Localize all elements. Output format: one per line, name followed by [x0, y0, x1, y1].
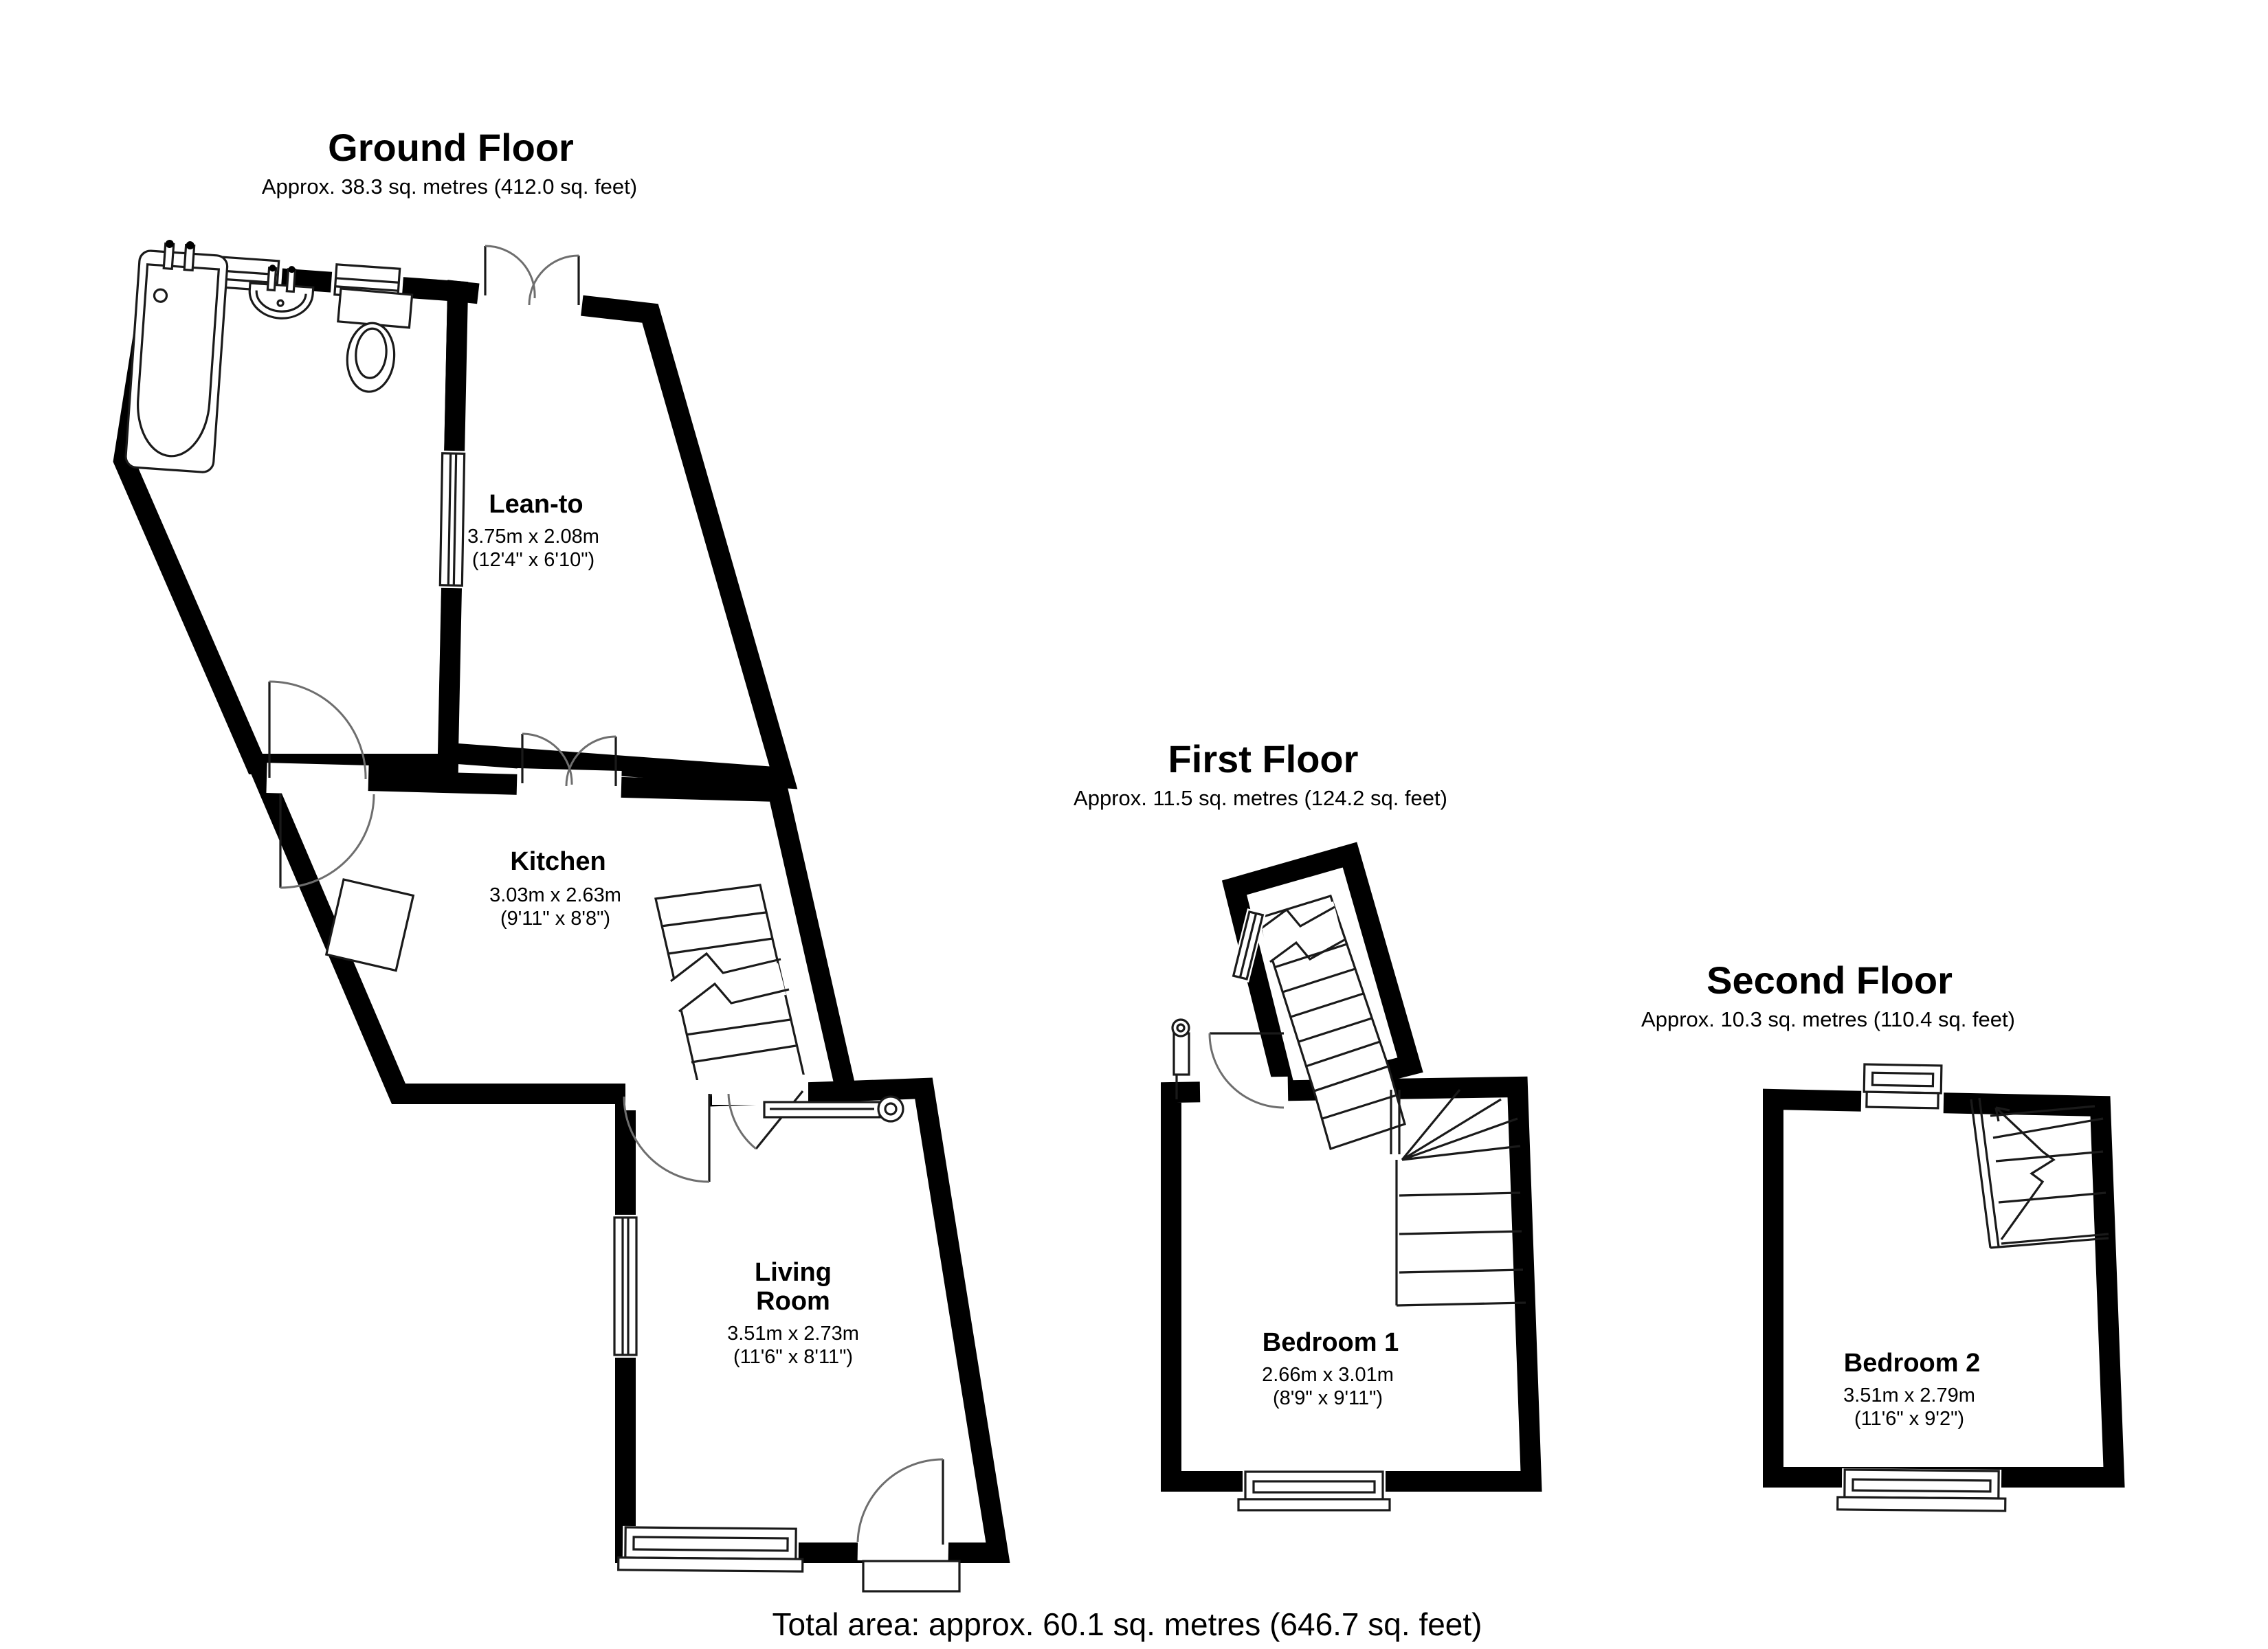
- ground-floor-area: Approx. 38.3 sq. metres (412.0 sq. feet): [262, 175, 637, 199]
- toilet: [337, 287, 414, 393]
- kitchen-label: Kitchen: [510, 847, 605, 876]
- ground-floor-plan: Ground Floor Approx. 38.3 sq. metres (41…: [113, 126, 1010, 1593]
- first-floor-title: First Floor: [1168, 737, 1359, 781]
- first-floor-stairs: [1257, 895, 1406, 1151]
- ground-floor-title: Ground Floor: [328, 126, 574, 169]
- lean-to-dims-imperial: (12'4" x 6'10"): [472, 549, 594, 571]
- sink: [248, 265, 315, 319]
- kitchen-dims-metric: 3.03m x 2.63m: [489, 884, 621, 906]
- second-floor-title: Second Floor: [1706, 958, 1953, 1002]
- lean-to-window: [437, 450, 467, 589]
- bedroom2-label: Bedroom 2: [1844, 1349, 1980, 1378]
- living-room-dims-metric: 3.51m x 2.73m: [727, 1323, 859, 1345]
- bedroom2-dims-imperial: (11'6" x 9'2"): [1854, 1408, 1964, 1430]
- kitchen-dims-imperial: (9'11" x 8'8"): [500, 908, 610, 930]
- living-room-label-line1: Living: [755, 1258, 832, 1287]
- bedroom1-door: [1199, 1032, 1289, 1109]
- living-room-front-window: [617, 1525, 804, 1573]
- second-floor-plan: Second Floor Approx. 10.3 sq. metres (11…: [1641, 958, 2125, 1512]
- first-floor-labels: First Floor Approx. 11.5 sq. metres (124…: [1074, 737, 1447, 1409]
- second-floor-area: Approx. 10.3 sq. metres (110.4 sq. feet): [1641, 1007, 2015, 1031]
- living-room-side-window: [612, 1215, 639, 1358]
- lean-to-french-doors: [476, 245, 585, 319]
- bedroom1-dims-metric: 2.66m x 3.01m: [1262, 1364, 1394, 1386]
- total-area-label: Total area: approx. 60.1 sq. metres (646…: [772, 1606, 1482, 1642]
- lean-to-label: Lean-to: [489, 490, 583, 519]
- hall-door-upper: [266, 680, 369, 796]
- kitchen-living-door: [623, 1080, 711, 1183]
- lean-to-walls: [437, 280, 798, 789]
- bedroom1-dims-imperial: (8'9" x 9'11"): [1273, 1387, 1383, 1409]
- bedroom2-bottom-window: [1836, 1468, 2007, 1512]
- ground-floor-labels: Ground Floor Approx. 38.3 sq. metres (41…: [262, 126, 859, 1368]
- kitchen-appliance: [324, 878, 415, 972]
- kitchen-double-doors: [516, 732, 622, 804]
- bedroom1-walls: [1161, 1076, 1542, 1492]
- bedroom1-window: [1237, 1470, 1391, 1512]
- first-floor-plan: First Floor Approx. 11.5 sq. metres (124…: [1074, 737, 1542, 1512]
- living-room-radiator: [763, 1095, 904, 1123]
- bedroom2-top-window: [1860, 1063, 1944, 1114]
- bathtub: [124, 239, 229, 473]
- living-room-walls: [615, 1077, 1010, 1563]
- second-floor-stairs: [1970, 1097, 2109, 1249]
- second-floor-labels: Second Floor Approx. 10.3 sq. metres (11…: [1641, 958, 2015, 1430]
- bedroom2-walls: [1763, 1088, 2125, 1488]
- stair-tower-window: [1230, 908, 1267, 983]
- hall-door-lower: [279, 794, 375, 889]
- winder-stairs: [1390, 1088, 1526, 1307]
- first-floor-area: Approx. 11.5 sq. metres (124.2 sq. feet): [1074, 786, 1447, 810]
- front-door: [856, 1458, 961, 1593]
- bedroom1-label: Bedroom 1: [1263, 1328, 1399, 1357]
- bedroom1-radiator: [1171, 1018, 1190, 1099]
- living-room-label-line2: Room: [756, 1287, 830, 1316]
- bedroom2-dims-metric: 3.51m x 2.79m: [1843, 1384, 1975, 1406]
- lean-to-dims-metric: 3.75m x 2.08m: [467, 526, 599, 548]
- stairs-living-door: [712, 1075, 808, 1150]
- living-room-dims-imperial: (11'6" x 8'11"): [733, 1346, 853, 1368]
